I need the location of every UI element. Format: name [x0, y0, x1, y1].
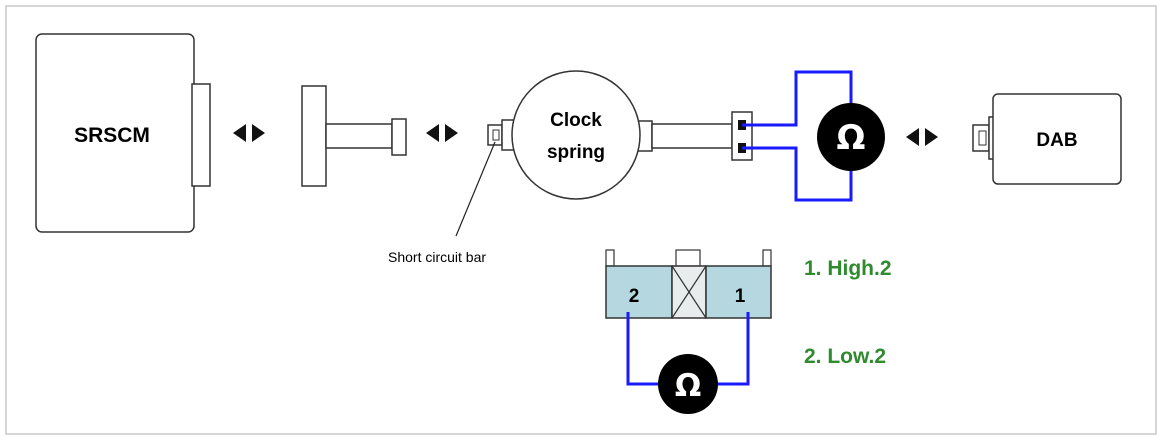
ohmmeter-icon-lower [658, 354, 718, 414]
bidirectional-arrow-icon [233, 124, 265, 142]
harness-stem [325, 123, 393, 149]
clock-spring-label-line2: spring [547, 142, 605, 163]
lower-wire-pin1 [716, 312, 750, 386]
detail-cross-line-2 [671, 265, 707, 319]
dab-label: DAB [1036, 130, 1077, 151]
dab-body [992, 93, 1122, 185]
lower-meter-wiring: Ω [626, 312, 750, 414]
arrow-left-icon [233, 124, 246, 142]
arrow-left-icon [426, 124, 439, 142]
arrow-right-icon [445, 124, 458, 142]
bidirectional-arrow-icon [426, 124, 458, 142]
detail-cavity-1 [705, 265, 772, 319]
dab-plug-pin [978, 130, 987, 146]
srscm-module: SRSCM [35, 33, 211, 233]
detail-center-latch [675, 249, 701, 267]
clock-spring-label-line1: Clock [550, 110, 602, 131]
short-circuit-bar-label: Short circuit bar [388, 249, 486, 265]
upper-wire-low [742, 146, 853, 202]
step-1-label: 1. High.2 [804, 257, 892, 280]
arrow-right-icon [925, 128, 938, 146]
upper-meter-wiring: Ω [742, 70, 885, 202]
harness-plug [391, 118, 407, 156]
ohm-symbol: Ω [837, 118, 866, 158]
ohmmeter-icon [817, 103, 885, 171]
lower-wire-pin2 [626, 312, 660, 386]
bidirectional-arrow-icon [906, 128, 938, 146]
connector-detail: 2 1 [605, 249, 772, 319]
upper-wire-high [742, 70, 853, 127]
clock-spring-body [511, 70, 641, 200]
detail-cavity-2 [605, 265, 673, 319]
pin-2-label: 2 [629, 286, 640, 307]
srscm-label: SRSCM [74, 124, 150, 147]
detail-right-tab [762, 249, 772, 267]
arrow-left-icon [906, 128, 919, 146]
arrow-right-icon [252, 124, 265, 142]
short-circuit-bar-leader [455, 141, 496, 237]
harness-connector [301, 85, 407, 187]
short-circuit-bar-marker [492, 129, 500, 141]
clock-spring-harness [651, 123, 733, 149]
ohm-symbol-lower: Ω [675, 368, 701, 404]
clock-spring: Clock spring [487, 70, 753, 200]
step-2-label: 2. Low.2 [804, 345, 886, 368]
dab-module: DAB [972, 93, 1122, 185]
harness-flange [301, 85, 327, 187]
srscm-connector [191, 83, 211, 187]
detail-left-tab [605, 249, 615, 267]
pin-1-label: 1 [735, 286, 746, 307]
